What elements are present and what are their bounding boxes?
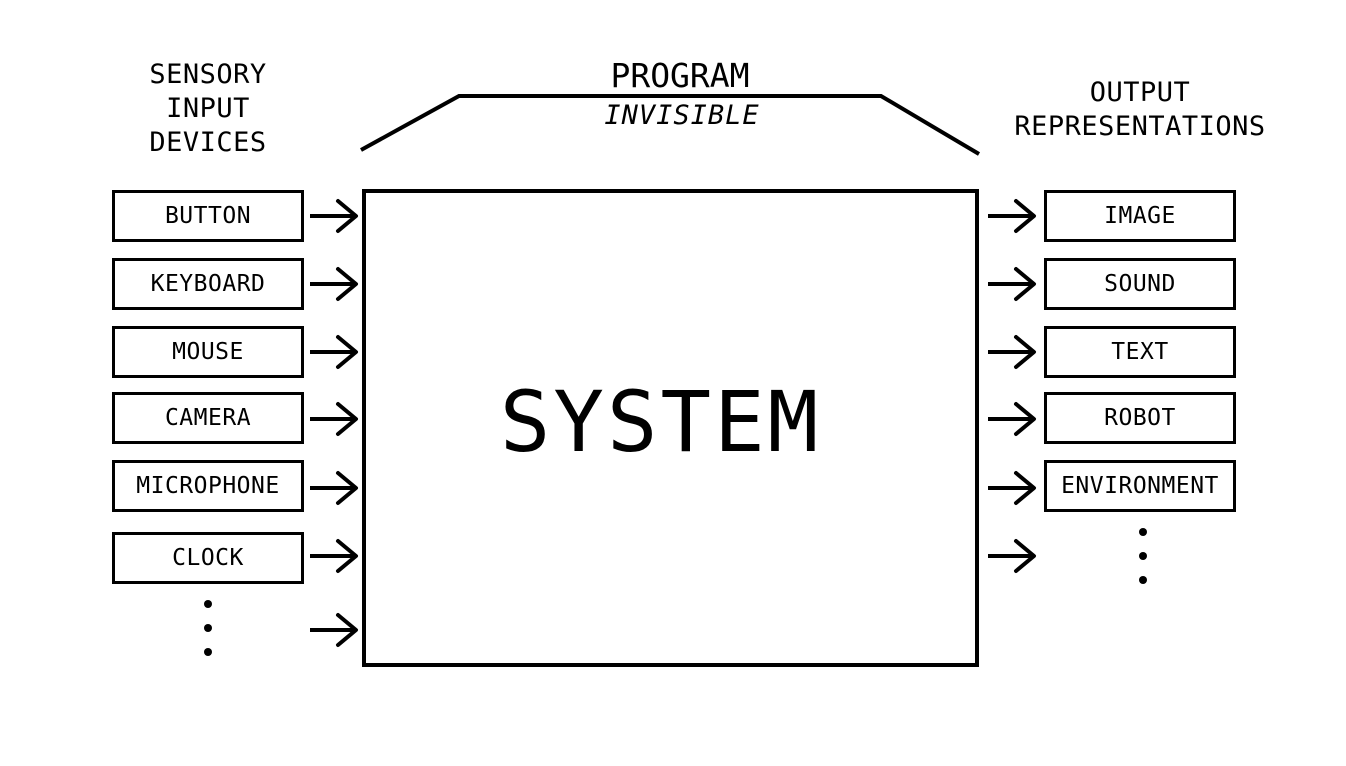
input-box-mouse: MOUSE <box>112 326 304 378</box>
output-box-environment: ENVIRONMENT <box>1044 460 1236 512</box>
output-box-image: IMAGE <box>1044 190 1236 242</box>
system-label: SYSTEM <box>499 373 822 471</box>
output-box-sound: SOUND <box>1044 258 1236 310</box>
input-arrow-6 <box>310 539 358 573</box>
output-arrow-4 <box>988 402 1036 436</box>
input-box-camera: CAMERA <box>112 392 304 444</box>
program-title: PROGRAM <box>610 56 750 95</box>
output-arrow-1 <box>988 199 1036 233</box>
program-roof <box>360 94 981 156</box>
input-arrow-2 <box>310 267 358 301</box>
output-arrows <box>988 199 1036 573</box>
input-box-microphone: MICROPHONE <box>112 460 304 512</box>
output-arrow-6 <box>988 539 1036 573</box>
input-arrow-3 <box>310 335 358 369</box>
input-arrow-7 <box>310 613 358 647</box>
input-arrow-4 <box>310 402 358 436</box>
input-arrow-1 <box>310 199 358 233</box>
input-box-button: BUTTON <box>112 190 304 242</box>
inputs-heading: SENSORY INPUT DEVICES <box>149 59 267 158</box>
output-box-text: TEXT <box>1044 326 1236 378</box>
input-arrow-5 <box>310 471 358 505</box>
output-arrow-5 <box>988 471 1036 505</box>
input-box-clock: CLOCK <box>112 532 304 584</box>
output-box-robot: ROBOT <box>1044 392 1236 444</box>
system-box: SYSTEM <box>362 189 979 667</box>
outputs-heading: OUTPUT REPRESENTATIONS <box>1014 77 1266 142</box>
program-subtitle: INVISIBLE <box>604 100 760 131</box>
input-box-keyboard: KEYBOARD <box>112 258 304 310</box>
input-arrows <box>310 199 358 647</box>
output-arrow-2 <box>988 267 1036 301</box>
output-arrow-3 <box>988 335 1036 369</box>
